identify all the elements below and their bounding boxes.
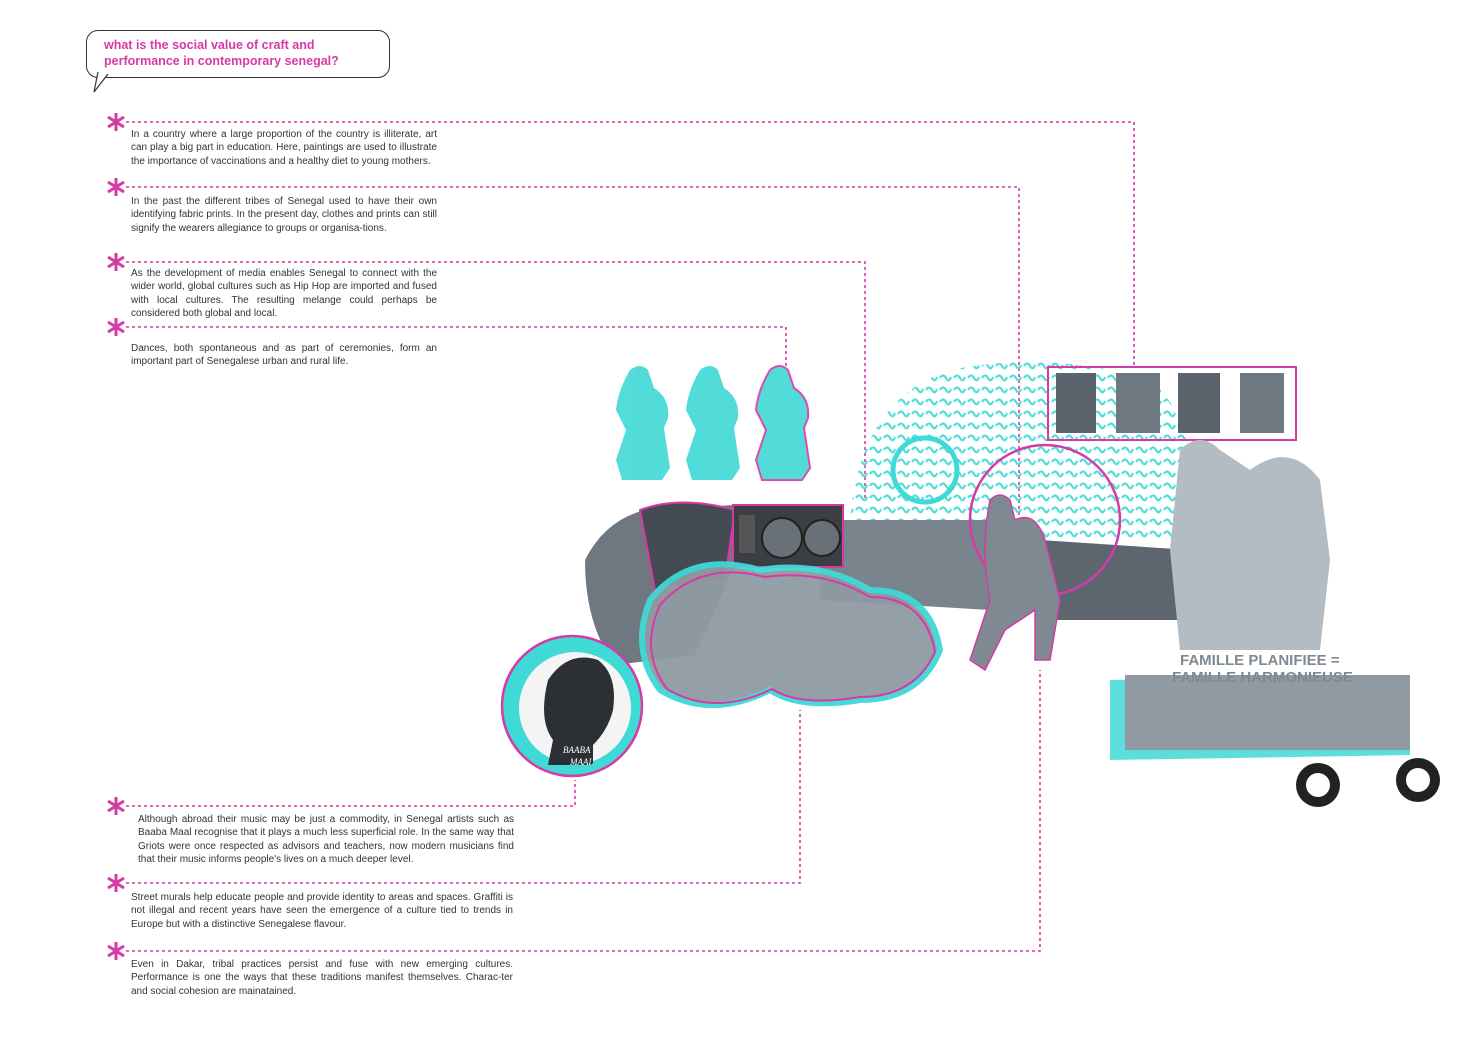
question-line-2: performance in contemporary senegal? <box>104 54 339 68</box>
paragraph-tribal: Even in Dakar, tribal practices persist … <box>131 959 513 997</box>
asterisk-icon <box>106 251 126 273</box>
paragraph-fabric: In the past the different tribes of Sene… <box>131 196 437 234</box>
poster-line-1: FAMILLE PLANIFIEE = <box>1180 652 1340 669</box>
paragraph-murals: Street murals help educate people and pr… <box>131 892 513 930</box>
fabric-print-collage <box>850 362 1200 540</box>
question-heading: what is the social value of craft and pe… <box>104 37 394 69</box>
poster-line-2: FAMILLE HARMONIEUSE <box>1172 669 1353 686</box>
dancer-figures <box>616 365 812 481</box>
asterisk-icon <box>106 111 126 133</box>
boombox-image <box>732 504 844 568</box>
asterisk-icon <box>106 316 126 338</box>
paragraph-media: As the development of media enables Sene… <box>131 268 437 320</box>
paragraph-music: Although abroad their music may be just … <box>138 814 514 866</box>
asterisk-icon <box>106 872 126 894</box>
baaba-maal-portrait: BAABA MAAL <box>500 634 644 778</box>
connector-lines <box>126 121 1135 952</box>
paragraph-dances: Dances, both spontaneous and as part of … <box>131 343 437 368</box>
asterisk-icon <box>106 795 126 817</box>
asterisk-icons <box>106 111 126 962</box>
asterisk-icon <box>106 940 126 962</box>
bubble-tail <box>93 72 109 93</box>
question-bubble <box>86 30 390 78</box>
question-line-1: what is the social value of craft and <box>104 38 315 52</box>
asterisk-icon <box>106 176 126 198</box>
tribal-dancer-circle <box>968 443 1122 672</box>
portrait-name-2: MAAL <box>569 757 594 767</box>
paragraph-education: In a country where a large proportion of… <box>131 129 437 167</box>
graffiti-mural <box>639 561 944 708</box>
family-poster: FAMILLE PLANIFIEE = FAMILLE HARMONIEUSE <box>1110 440 1440 807</box>
painting-photo-strip <box>1047 366 1297 441</box>
portrait-name-1: BAABA <box>563 745 591 755</box>
